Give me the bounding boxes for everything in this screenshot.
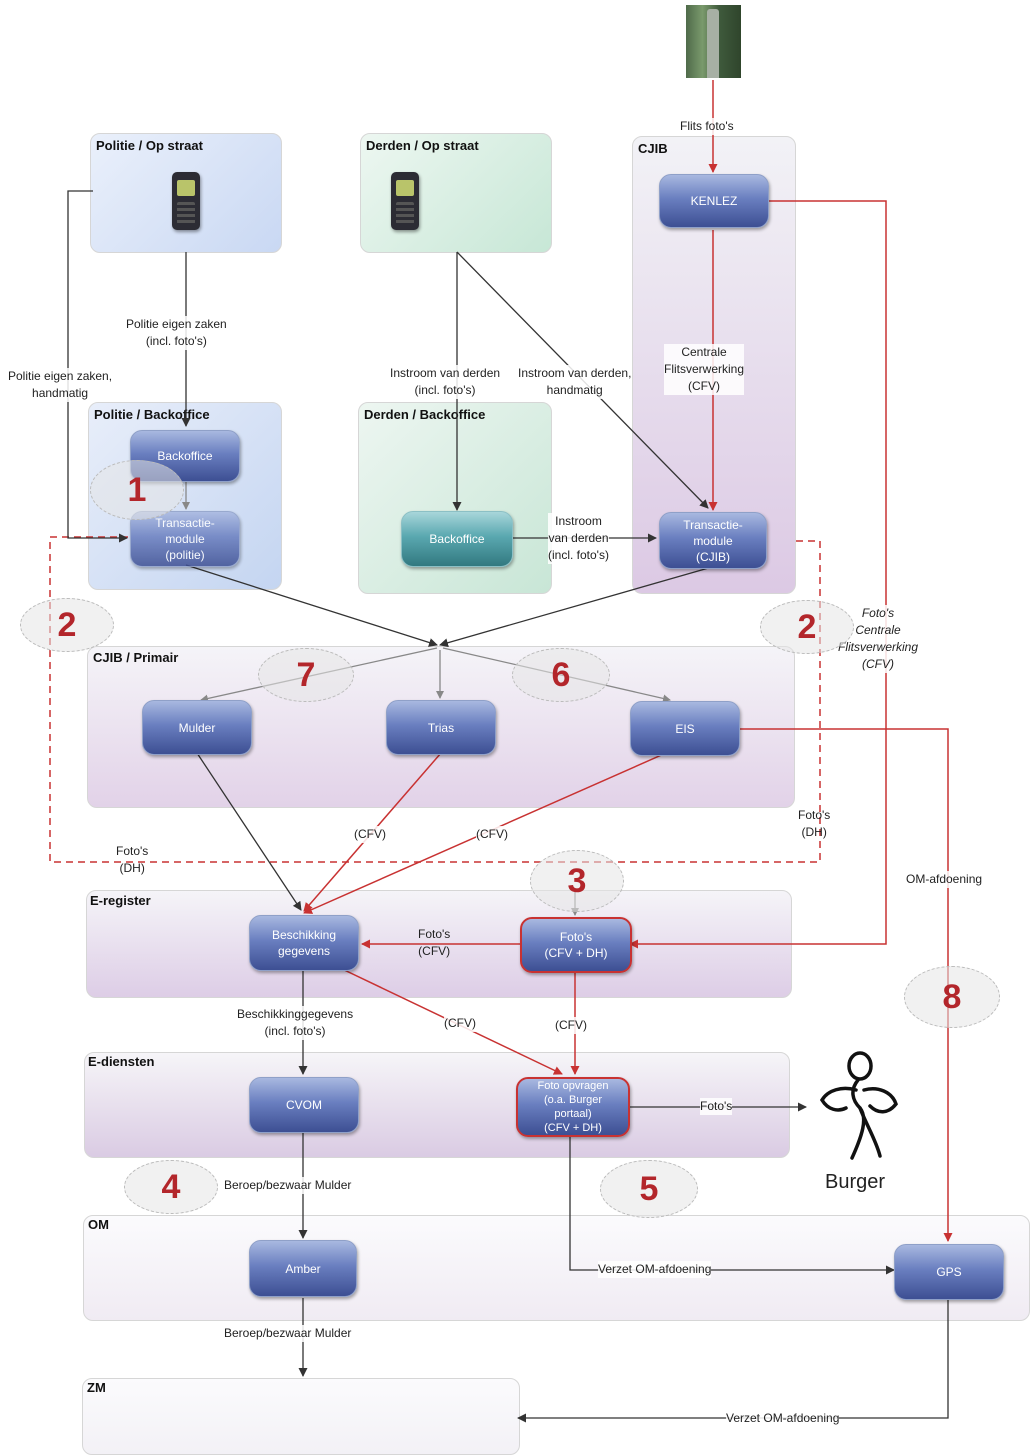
cfv-eis-label: (CFV) bbox=[476, 826, 508, 843]
fotos-burger-label: Foto's bbox=[700, 1098, 733, 1115]
instroom-backoffice-label: Instroom van derden (incl. foto's) bbox=[548, 513, 609, 564]
zone-title-e-diensten: E-diensten bbox=[88, 1054, 155, 1069]
marker-5: 5 bbox=[600, 1160, 698, 1218]
mobile-phone-icon bbox=[391, 172, 419, 230]
trias-node[interactable]: Trias bbox=[386, 700, 496, 755]
fotos-cfv-register-label: Foto's (CFV) bbox=[418, 927, 451, 958]
transactie-module-cjib-node[interactable]: Transactie- module (CJIB) bbox=[659, 512, 767, 569]
instroom-derden-label: Instroom van derden (incl. foto's) bbox=[390, 365, 501, 399]
marker-2-right: 2 bbox=[760, 600, 854, 654]
zone-title-e-register: E-register bbox=[90, 893, 151, 908]
burger-label: Burger bbox=[825, 1171, 886, 1193]
zone-om bbox=[83, 1215, 1030, 1321]
beschikkinggegevens-label: Beschikkinggegevens (incl. foto's) bbox=[237, 1006, 354, 1040]
beschikking-gegevens-node[interactable]: Beschikking gegevens bbox=[249, 915, 359, 971]
zone-e-diensten bbox=[84, 1052, 790, 1158]
politie-handmatig-label: Politie eigen zaken, handmatig bbox=[8, 368, 113, 402]
kenlez-node[interactable]: KENLEZ bbox=[659, 174, 769, 228]
zone-title-om: OM bbox=[88, 1217, 109, 1232]
cfv-beschikking-opvragen-label: (CFV) bbox=[444, 1015, 476, 1032]
zone-title-cjib-primair: CJIB / Primair bbox=[93, 650, 179, 665]
fotos-cfv-dh-node[interactable]: Foto's (CFV + DH) bbox=[520, 917, 632, 973]
marker-6: 6 bbox=[512, 648, 610, 702]
zone-title-cjib: CJIB bbox=[638, 141, 668, 156]
burger-person-icon bbox=[819, 1051, 898, 1160]
transactie-module-politie-node[interactable]: Transactie- module (politie) bbox=[130, 511, 240, 567]
marker-1: 1 bbox=[90, 460, 184, 520]
flits-fotos-label: Flits foto's bbox=[680, 118, 734, 135]
centrale-flitsverwerking-label: Centrale Flitsverwerking (CFV) bbox=[664, 344, 745, 395]
marker-3: 3 bbox=[530, 850, 624, 912]
marker-8: 8 bbox=[904, 966, 1000, 1028]
marker-7: 7 bbox=[258, 648, 354, 702]
backoffice-derden-node[interactable]: Backoffice bbox=[401, 511, 513, 567]
zone-title-politie-backoffice: Politie / Backoffice bbox=[94, 407, 210, 422]
marker-4: 4 bbox=[124, 1160, 218, 1214]
mulder-node[interactable]: Mulder bbox=[142, 700, 252, 755]
eis-node[interactable]: EIS bbox=[630, 701, 740, 756]
politie-eigen-zaken-label: Politie eigen zaken (incl. foto's) bbox=[126, 316, 227, 350]
speed-camera-icon bbox=[686, 5, 741, 78]
marker-2-left: 2 bbox=[20, 598, 114, 652]
verzet-om-afdoening-gps-label: Verzet OM-afdoening bbox=[598, 1261, 712, 1278]
beroep-bezwaar-amber-label: Beroep/bezwaar Mulder bbox=[224, 1177, 352, 1194]
mobile-phone-icon bbox=[172, 172, 200, 230]
fotos-centrale-flitsverwerking-label: Foto's Centrale Flitsverwerking (CFV) bbox=[838, 605, 919, 673]
zone-zm bbox=[82, 1378, 520, 1455]
zone-title-zm: ZM bbox=[87, 1380, 106, 1395]
cfv-fotos-opvragen-label: (CFV) bbox=[555, 1017, 587, 1034]
zone-title-derden-backoffice: Derden / Backoffice bbox=[364, 407, 486, 422]
gps-node[interactable]: GPS bbox=[894, 1244, 1004, 1300]
instroom-handmatig-label: Instroom van derden, handmatig bbox=[518, 365, 632, 399]
foto-opvragen-node[interactable]: Foto opvragen (o.a. Burger portaal) (CFV… bbox=[516, 1077, 630, 1137]
fotos-dh-right-label: Foto's (DH) bbox=[798, 808, 831, 839]
om-afdoening-label: OM-afdoening bbox=[906, 871, 983, 888]
cfv-trias-label: (CFV) bbox=[354, 826, 386, 843]
amber-node[interactable]: Amber bbox=[249, 1240, 357, 1297]
zone-title-derden-straat: Derden / Op straat bbox=[366, 138, 479, 153]
beroep-bezwaar-zm-label: Beroep/bezwaar Mulder bbox=[224, 1325, 352, 1342]
zone-title-politie-straat: Politie / Op straat bbox=[96, 138, 203, 153]
cvom-node[interactable]: CVOM bbox=[249, 1077, 359, 1133]
verzet-om-afdoening-zm-label: Verzet OM-afdoening bbox=[726, 1410, 840, 1427]
fotos-dh-left-label: Foto's (DH) bbox=[116, 844, 149, 875]
